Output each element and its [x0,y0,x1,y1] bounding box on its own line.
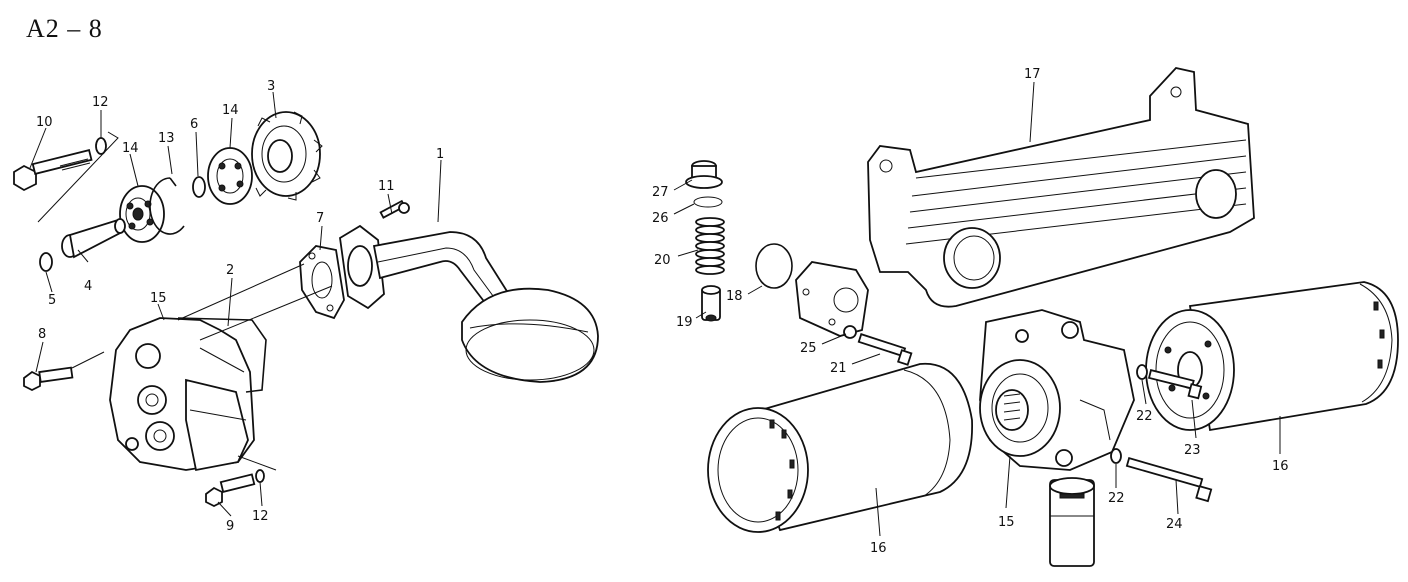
callout-5: 5 [48,293,56,308]
plug-27 [685,160,723,189]
oil-pump-body-15 [109,317,255,472]
bolt-21 [857,333,913,366]
valve-piston-19 [701,285,721,322]
callout-22-lower: 22 [1108,491,1125,506]
callout-17: 17 [1024,67,1041,82]
callout-7: 7 [316,211,324,226]
callout-24: 24 [1166,517,1183,532]
oil-filter-16-right [1145,281,1399,432]
bolt-8 [23,366,74,392]
pin-4 [61,218,126,259]
bearing-14-upper [207,147,253,205]
callout-leaders [29,81,1281,537]
callout-14-upper: 14 [222,103,239,118]
suction-pipe-1 [372,231,512,306]
callout-10: 10 [36,115,53,130]
callout-16-right: 16 [1272,459,1289,474]
washer-5 [39,252,53,272]
oil-filter-16-left [707,362,973,533]
washer-25 [843,325,857,339]
callout-25: 25 [800,341,817,356]
seal-ring-26 [693,196,723,208]
leader-bracket [37,131,119,223]
callout-11: 11 [378,179,395,194]
callout-14-lower: 14 [122,141,139,156]
center-bolt-23 [1147,369,1203,400]
leader-8 [71,351,105,369]
diagram-title: A2 – 8 [26,14,103,43]
callout-27: 27 [652,185,669,200]
bypass-valve [1049,477,1095,567]
callout-9: 9 [226,519,234,534]
callout-21: 21 [830,361,847,376]
callout-8: 8 [38,327,46,342]
screw-11 [379,199,410,219]
filter-head-15 [979,309,1135,471]
oil-cooler-17 [867,67,1255,308]
callout-18: 18 [726,289,743,304]
callout-1: 1 [436,147,444,162]
washer-22-upper [1136,364,1148,380]
suction-flange [339,224,385,310]
bearing-14-lower [119,185,165,243]
callout-22-upper: 22 [1136,409,1153,424]
callout-13: 13 [158,131,175,146]
bolt-24 [1125,457,1213,503]
callout-4: 4 [84,279,92,294]
callout-3: 3 [267,79,275,94]
circlip-13 [149,177,185,235]
spring-20 [695,217,725,275]
callout-2: 2 [226,263,234,278]
callout-15-left: 15 [150,291,167,306]
gear-3 [251,111,323,201]
callout-12-bottom: 12 [252,509,269,524]
o-ring-18 [755,243,793,289]
bolt-9 [205,473,256,508]
callout-19: 19 [676,315,693,330]
gasket-7 [299,245,345,320]
callout-23: 23 [1184,443,1201,458]
bolt-10 [13,149,93,192]
strainer-bell [461,287,599,383]
callout-26: 26 [652,211,669,226]
callout-6: 6 [190,117,198,132]
callout-12-top: 12 [92,95,109,110]
valve-housing [795,261,869,337]
gasket-2 [177,317,267,393]
callout-20: 20 [654,253,671,268]
leader-pump-gasket-a [177,263,305,321]
washer-22-lower [1110,448,1122,464]
leader-pump-gasket-b [199,285,333,341]
callout-16-left: 16 [870,541,887,556]
washer-12-bottom [255,469,265,483]
washer-6 [192,176,206,198]
leader-9-12 [237,455,277,471]
callout-15-right: 15 [998,515,1015,530]
